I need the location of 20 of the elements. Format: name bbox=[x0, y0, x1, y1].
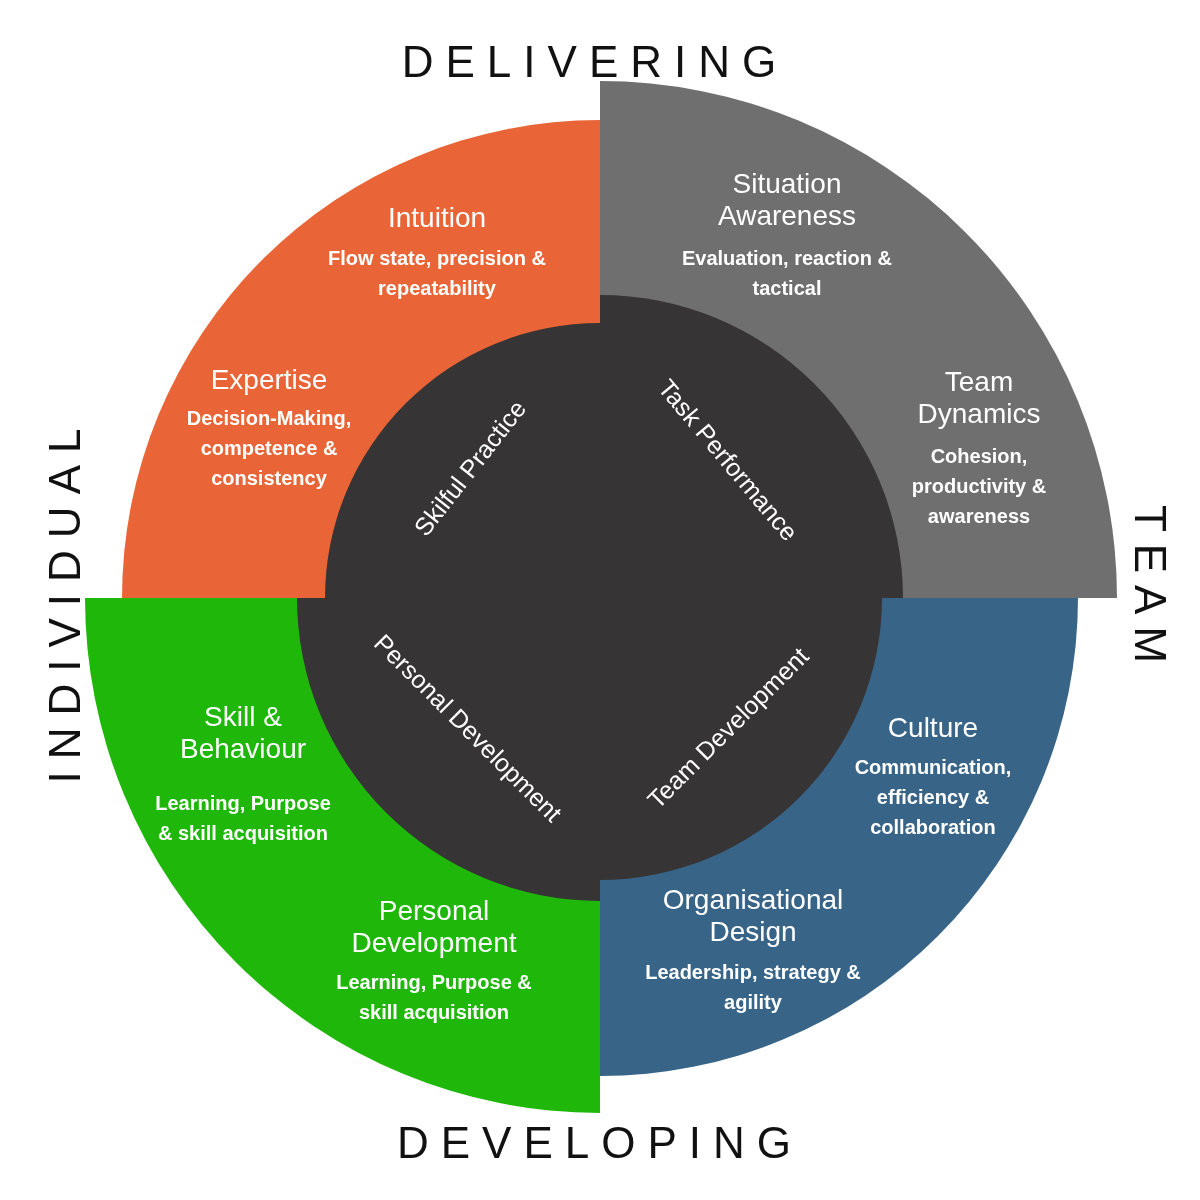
quadrant-heading: Personal Development bbox=[350, 894, 518, 960]
quadrant-description: Cohesion, productivity & awareness bbox=[910, 444, 1048, 529]
quadrant-heading: Culture bbox=[886, 711, 980, 745]
quadrant-description: Evaluation, reaction & tactical bbox=[680, 246, 894, 301]
axis-label: INDIVIDUAL bbox=[40, 416, 90, 784]
quadrant-heading: Organisational Design bbox=[661, 883, 845, 949]
quadrant-heading: Skill & Behaviour bbox=[178, 700, 308, 766]
quadrant-description: Communication, efficiency & collaboration bbox=[853, 755, 1013, 840]
quadrant-description: Learning, Purpose & skill acquisition bbox=[335, 970, 533, 1025]
quadrant-heading: Situation Awareness bbox=[717, 167, 857, 233]
quadrant-description: Decision-Making, competence & consistency bbox=[185, 406, 353, 491]
quadrant-description: Leadership, strategy & agility bbox=[644, 960, 862, 1015]
quadrant-heading: Expertise bbox=[209, 363, 329, 397]
axis-label: DELIVERING bbox=[401, 37, 789, 87]
quadrant-heading: Team Dynamics bbox=[916, 365, 1042, 431]
axis-label: DEVELOPING bbox=[396, 1118, 804, 1168]
axis-label: TEAM bbox=[1125, 504, 1175, 676]
quadrant-description: Flow state, precision & repeatability bbox=[327, 246, 547, 301]
quadrant-description: Learning, Purpose & skill acquisition bbox=[154, 791, 332, 846]
quadrant-heading: Intuition bbox=[386, 201, 488, 235]
